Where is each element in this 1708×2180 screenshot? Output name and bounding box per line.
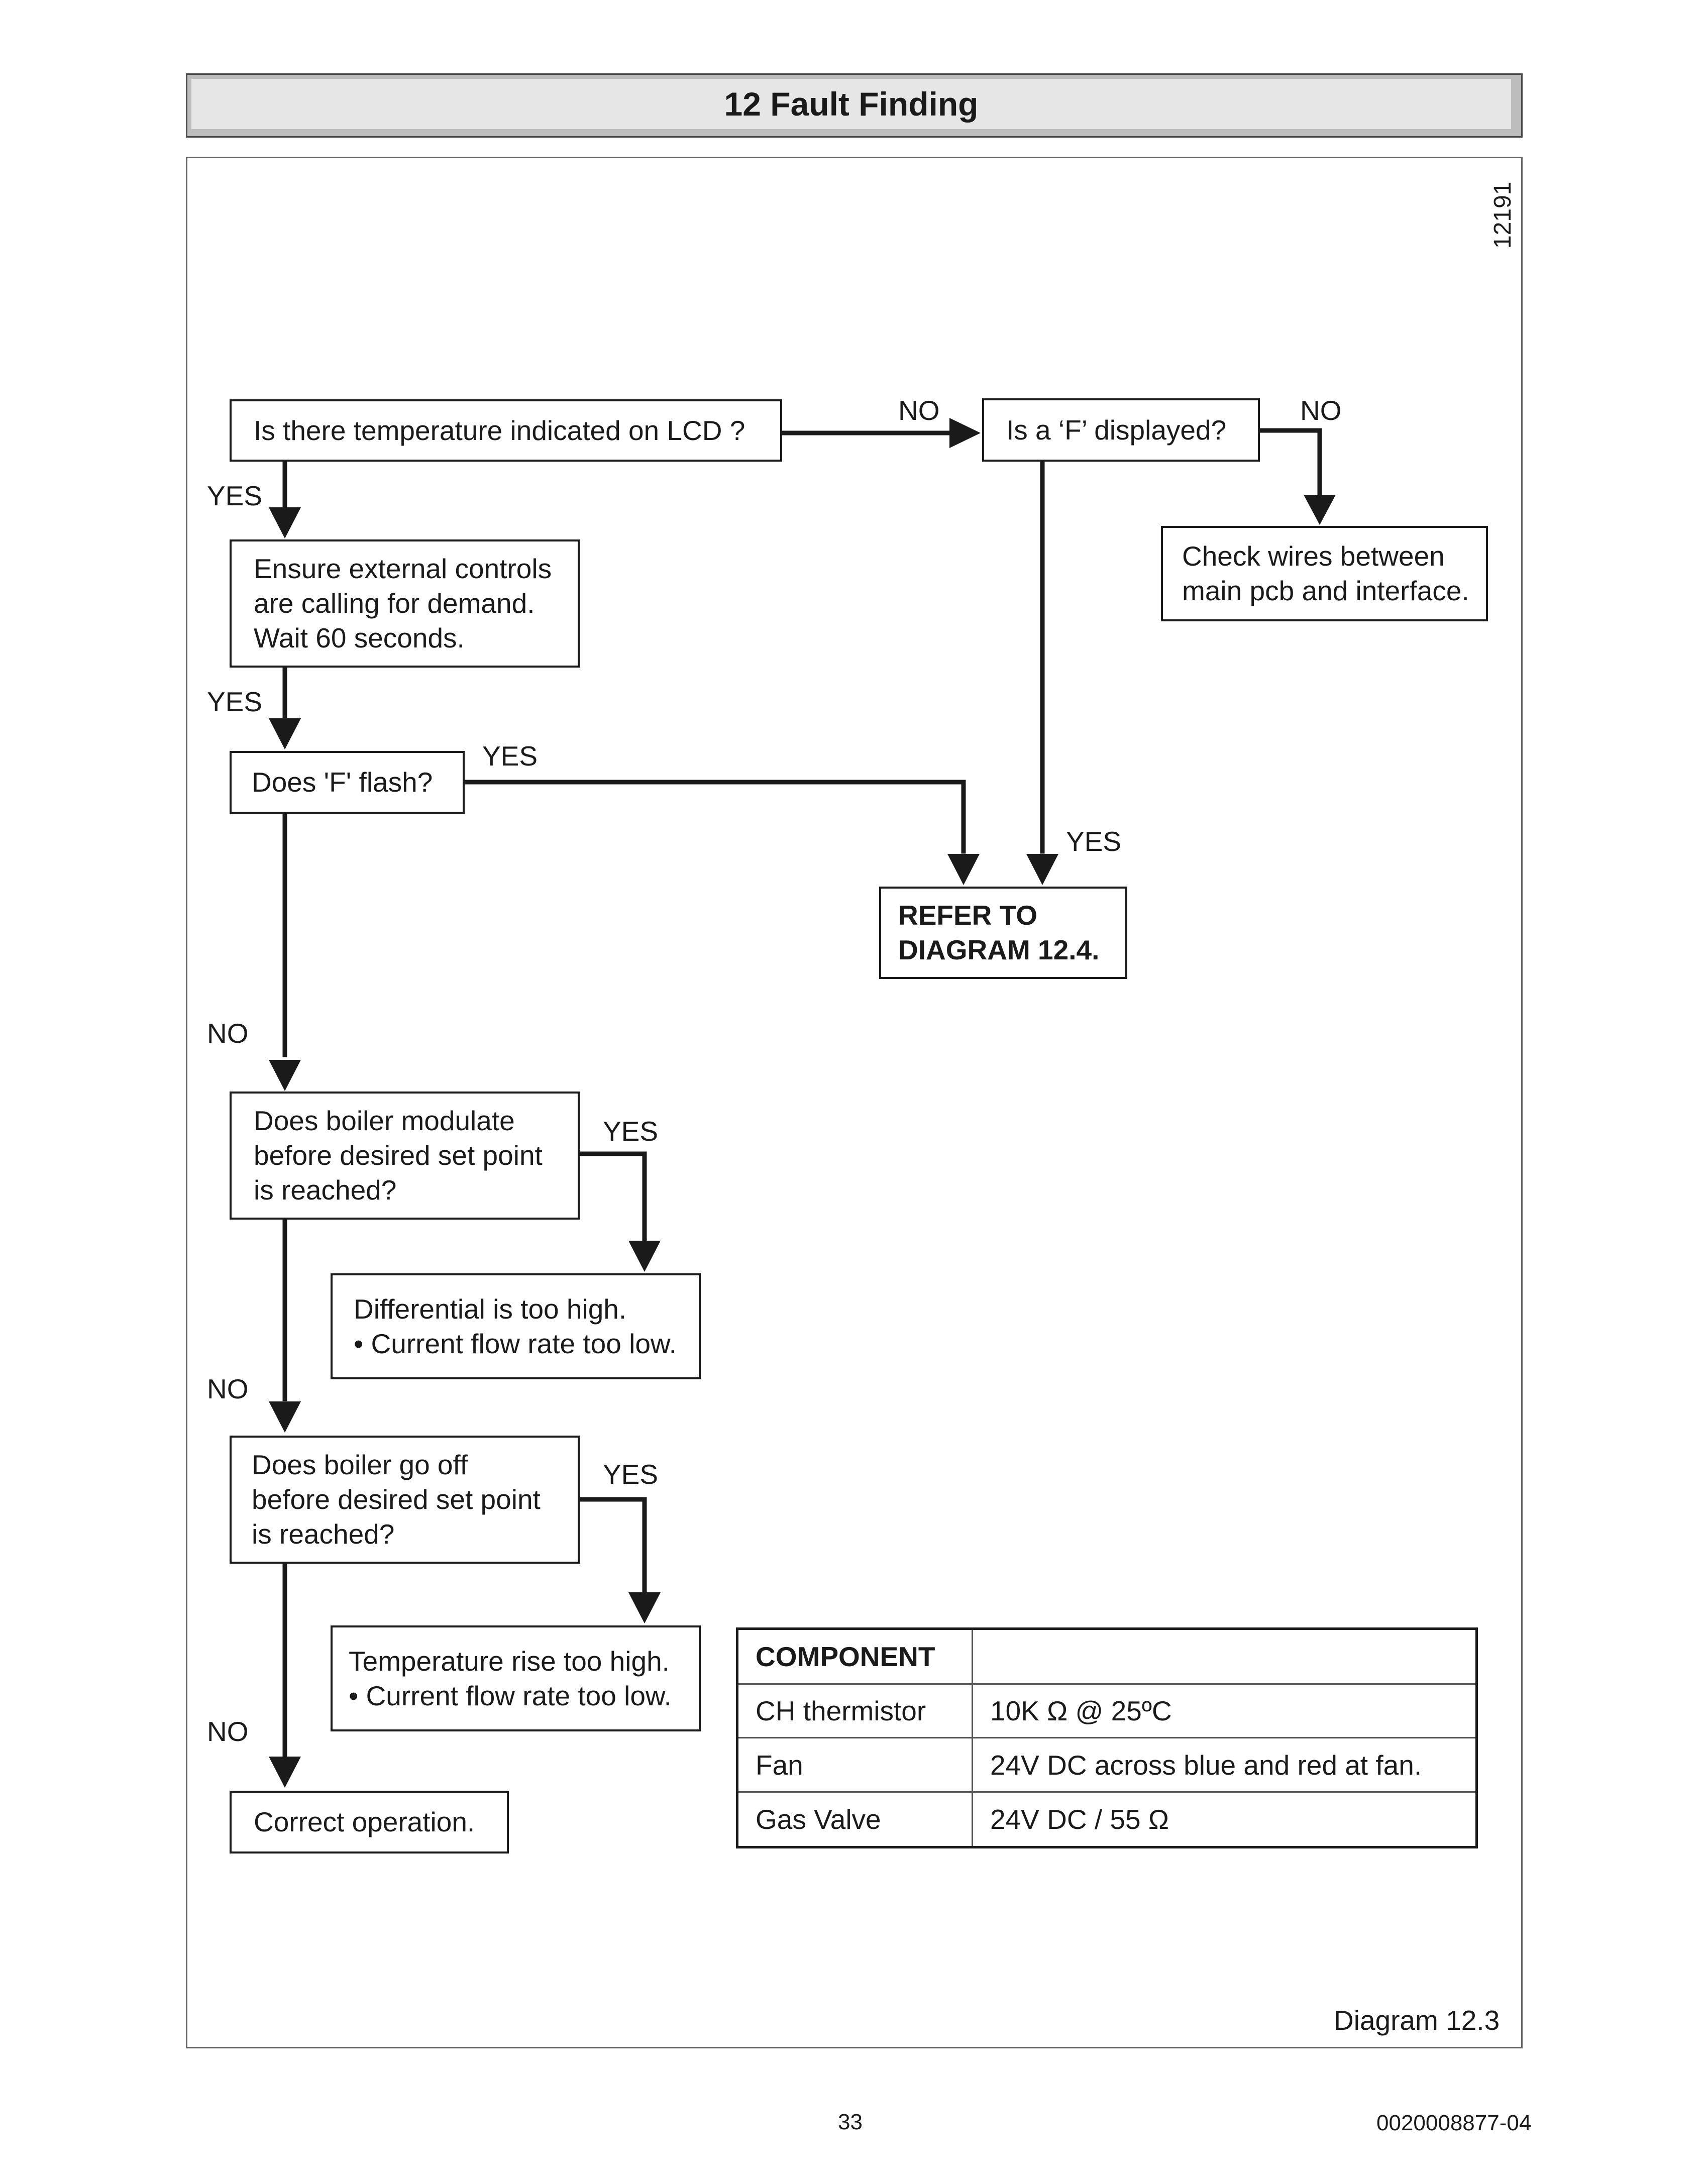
node-text: before desired set point <box>254 1140 543 1171</box>
arrowhead-check-wires <box>1304 495 1336 525</box>
arrowhead-f-displayed <box>949 418 981 448</box>
edge-f-displayed-to-check <box>1257 428 1322 502</box>
node-text: are calling for demand. <box>254 588 535 619</box>
page-number: 33 <box>838 2110 863 2134</box>
arrowhead-refer-right <box>1026 854 1058 885</box>
arrowhead-modulate <box>269 1060 301 1091</box>
edge-label-yes: YES <box>1066 826 1122 857</box>
node-text: Does boiler go off <box>252 1449 468 1480</box>
node-temperature-lcd: Is there temperature indicated on LCD ? <box>230 399 782 462</box>
node-text: • Current flow rate too low. <box>354 1328 677 1359</box>
edge-label-yes: YES <box>207 480 263 511</box>
node-text: is reached? <box>254 1174 397 1206</box>
arrowhead-refer-left <box>947 854 980 885</box>
table-cell: 10K Ω @ 25ºC <box>972 1683 1477 1739</box>
arrowhead-correct <box>269 1757 301 1788</box>
table-cell: 24V DC / 55 Ω <box>972 1791 1477 1848</box>
node-boiler-modulate: Does boiler modulate before desired set … <box>230 1092 580 1220</box>
arrowhead-ensure <box>269 507 301 538</box>
table-header-cell: COMPONENT <box>736 1628 973 1685</box>
node-refer-diagram: REFER TO DIAGRAM 12.4. <box>879 887 1127 979</box>
arrowhead-go-off <box>269 1401 301 1433</box>
node-text: DIAGRAM 12.4. <box>898 934 1100 965</box>
table-cell: 24V DC across blue and red at fan. <box>972 1737 1477 1793</box>
node-text: Does 'F' flash? <box>252 767 433 798</box>
arrowhead-flash <box>269 718 301 749</box>
edge-label-yes: YES <box>482 740 538 772</box>
node-boiler-go-off: Does boiler go off before desired set po… <box>230 1436 580 1564</box>
node-correct-operation: Correct operation. <box>230 1791 509 1854</box>
edge-label-no: NO <box>207 1373 249 1404</box>
arrowhead-differential <box>628 1241 661 1272</box>
edge-label-no: NO <box>207 1018 249 1049</box>
node-text: Ensure external controls <box>254 553 552 584</box>
document-code: 0020008877-04 <box>1376 2111 1532 2135</box>
table-row: Gas Valve 24V DC / 55 Ω <box>736 1791 1477 1848</box>
edge-flash-to-refer <box>462 780 966 854</box>
table-cell: CH thermistor <box>736 1683 973 1739</box>
node-ensure-controls: Ensure external controls are calling for… <box>230 539 580 668</box>
section-header-bar: 12 Fault Finding <box>191 79 1511 129</box>
node-text: main pcb and interface. <box>1182 575 1469 606</box>
node-text: • Current flow rate too low. <box>349 1680 672 1711</box>
component-table: COMPONENT CH thermistor 10K Ω @ 25ºC Fan… <box>736 1627 1478 1848</box>
edge-label-no: NO <box>207 1716 249 1747</box>
section-header: 12 Fault Finding <box>186 73 1523 138</box>
node-check-wires: Check wires between main pcb and interfa… <box>1161 526 1488 621</box>
arrowhead-temp-rise <box>628 1592 661 1623</box>
table-row: CH thermistor 10K Ω @ 25ºC <box>736 1683 1477 1739</box>
edge-label-no: NO <box>898 395 940 426</box>
node-f-flash: Does 'F' flash? <box>230 751 465 814</box>
node-temperature-rise: Temperature rise too high. • Current flo… <box>331 1625 701 1731</box>
node-f-displayed: Is a ‘F’ displayed? <box>982 398 1260 462</box>
node-text: Is there temperature indicated on LCD ? <box>254 414 745 446</box>
table-header-row: COMPONENT <box>736 1628 1477 1685</box>
table-header-cell <box>972 1628 1477 1685</box>
edge-label-yes: YES <box>207 686 263 717</box>
node-text: Differential is too high. <box>354 1293 627 1325</box>
node-text: Check wires between <box>1182 540 1445 572</box>
page-title: 12 Fault Finding <box>724 85 979 123</box>
node-text: REFER TO <box>898 900 1038 931</box>
table-cell: Fan <box>736 1737 973 1793</box>
edge-modulate-to-differential <box>576 1151 647 1246</box>
edge-label-yes: YES <box>603 1459 659 1490</box>
node-text: Is a ‘F’ displayed? <box>1006 414 1227 446</box>
table-cell: Gas Valve <box>736 1791 973 1848</box>
table-row: Fan 24V DC across blue and red at fan. <box>736 1737 1477 1793</box>
node-text: Does boiler modulate <box>254 1105 515 1136</box>
node-text: Temperature rise too high. <box>349 1645 670 1677</box>
node-text: Wait 60 seconds. <box>254 622 465 653</box>
node-text: Correct operation. <box>254 1806 475 1837</box>
node-differential: Differential is too high. • Current flow… <box>331 1273 701 1379</box>
node-text: is reached? <box>252 1518 395 1550</box>
edge-go-off-to-temp-rise <box>576 1497 647 1600</box>
edge-label-yes: YES <box>603 1116 659 1147</box>
edge-label-no: NO <box>1300 395 1342 426</box>
node-text: before desired set point <box>252 1484 541 1515</box>
diagram-label: Diagram 12.3 <box>1334 2005 1500 2036</box>
